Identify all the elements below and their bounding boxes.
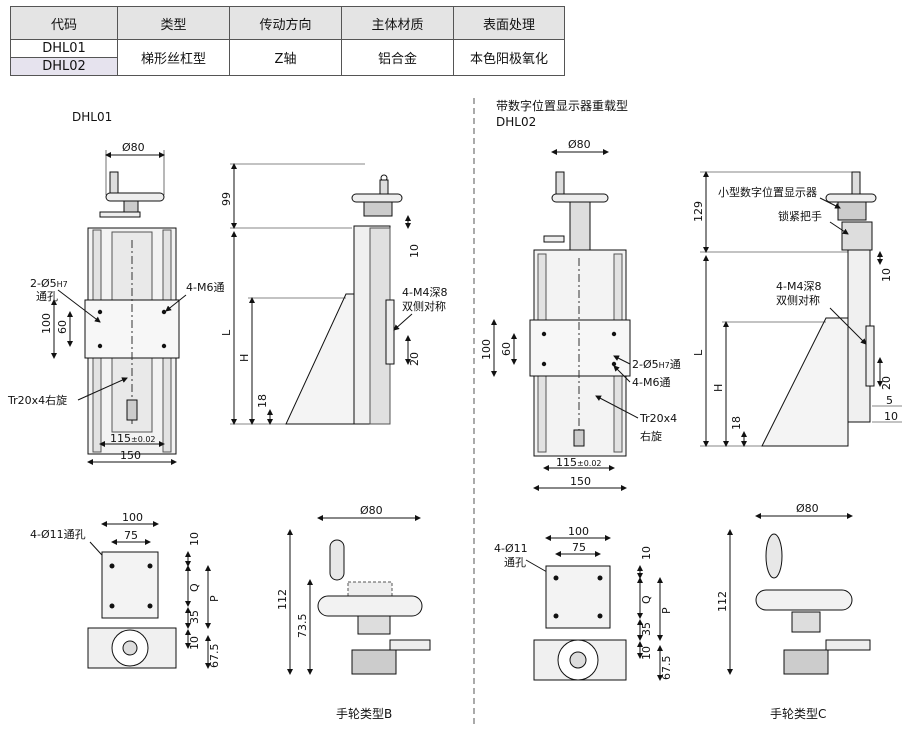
dhl01-dim-150: 150 (120, 449, 141, 462)
dhl01-screw-callout: Tr20x4右旋 (7, 393, 67, 407)
dhl02-bottom-dim-75: 75 (572, 541, 586, 554)
header-material: 主体材质 (341, 6, 454, 40)
dhl02-hole-callout: 2-Ø5H7通 (632, 358, 681, 371)
dhl02-front-view: 带数字位置显示器重载型 DHL02 Ø80 100 60 2-Ø5H7通 4-M… (480, 98, 681, 491)
cell-direction: Z轴 (229, 39, 342, 76)
spec-header-row: 代码 类型 传动方向 主体材质 表面处理 (10, 6, 565, 40)
handwheel-b-view: Ø80 112 73.5 手轮类型B (276, 504, 431, 721)
model-dhl02: DHL02 (10, 57, 118, 76)
dhl01-bottom-dim-75: 75 (124, 529, 138, 542)
dhl02-dim-dia80: Ø80 (568, 138, 591, 151)
dhl01-bottom-dim-10a: 10 (188, 532, 201, 546)
dhl02-bottom-dim-100: 100 (568, 525, 589, 538)
dhl01-bottom-callout: 4-Ø11通孔 (30, 528, 86, 541)
dhl02-side-callout-2: 双侧对称 (776, 293, 820, 307)
dhl02-dim-100: 100 (480, 339, 493, 360)
dhl02-bottom-view: 4-Ø11 通孔 100 75 10 Q P 35 10 67.5 (494, 525, 673, 681)
dhl02-side-dim-129: 129 (692, 201, 705, 222)
dhl01-side-dim-20: 20 (408, 352, 421, 366)
cell-type: 梯形丝杠型 (117, 39, 230, 76)
header-code: 代码 (10, 6, 118, 40)
spec-row-1: DHL01 梯形丝杠型 Z轴 铝合金 本色阳极氧化 (10, 39, 565, 76)
dhl01-bottom-dim-35: 35 (188, 610, 201, 624)
dhl01-dim-60: 60 (56, 320, 69, 334)
handwheel-c-caption: 手轮类型C (770, 707, 826, 721)
dhl01-side-dim-10: 10 (408, 244, 421, 258)
dhl01-dim-115: 115±0.02 (110, 432, 156, 445)
handwheel-b-dim-112: 112 (276, 589, 289, 610)
dhl02-bottom-dim-P: P (660, 607, 673, 614)
dhl02-title-2: DHL02 (496, 115, 536, 129)
dhl01-side-dim-18: 18 (256, 394, 269, 408)
dhl01-thread-callout: 4-M6通 (186, 281, 224, 294)
dhl01-side-dim-H: H (238, 354, 251, 362)
dhl02-dim-60: 60 (500, 342, 513, 356)
handwheel-b-dim-80: Ø80 (360, 504, 383, 517)
dhl01-side-dim-99: 99 (220, 192, 233, 206)
dhl01-dim-dia80: Ø80 (122, 141, 145, 154)
dhl02-side-dim-18: 18 (730, 416, 743, 430)
dhl01-hole-callout: 2-Ø5H7 (30, 277, 68, 290)
dhl02-bottom-dim-675: 67.5 (660, 656, 673, 681)
dhl02-bottom-callout-2: 通孔 (504, 556, 526, 569)
handwheel-c-view: Ø80 112 手轮类型C (716, 502, 871, 721)
header-surface: 表面处理 (453, 6, 565, 40)
dhl02-bottom-dim-10b: 10 (640, 646, 653, 660)
dhl02-display-callout: 小型数字位置显示器 (718, 185, 817, 199)
spec-table: 代码 类型 传动方向 主体材质 表面处理 DHL01 梯形丝杠型 Z轴 铝合金 … (10, 6, 565, 76)
dhl01-bottom-dim-10b: 10 (188, 636, 201, 650)
dhl02-side-dim-5: 5 (886, 394, 893, 407)
cell-surface: 本色阳极氧化 (453, 39, 565, 76)
dhl01-hole-callout-2: 通孔 (36, 290, 58, 303)
dhl01-title: DHL01 (72, 110, 112, 124)
spec-row-2: DHL02 (10, 57, 565, 76)
handwheel-b-dim-735: 73.5 (296, 614, 309, 639)
cell-material: 铝合金 (341, 39, 454, 76)
dhl02-side-dim-10: 10 (880, 268, 893, 282)
dhl02-side-callout-1: 4-M4深8 (776, 280, 821, 293)
handwheel-c-dim-112: 112 (716, 591, 729, 612)
dhl02-bottom-callout-1: 4-Ø11 (494, 542, 528, 555)
dhl02-side-view: 129 L H 18 小型数字位置显示器 锁紧把手 10 4-M4深8 双侧对称… (692, 171, 902, 447)
dhl01-dim-100: 100 (40, 313, 53, 334)
dhl01-bottom-view: 4-Ø11通孔 100 75 10 Q P 35 10 67.5 (30, 511, 221, 669)
dhl01-bottom-dim-675: 67.5 (208, 644, 221, 669)
dhl01-side-view: 99 L H 18 10 4-M4深8 双侧对称 20 (220, 163, 447, 425)
dhl01-side-callout-2: 双侧对称 (402, 299, 446, 313)
dhl02-bottom-dim-10a: 10 (640, 546, 653, 560)
dhl02-dim-115: 115±0.02 (556, 456, 602, 469)
dhl02-side-dim-20: 20 (880, 376, 893, 390)
dhl02-screw-callout-2: 右旋 (640, 429, 662, 443)
dhl01-front-view: DHL01 Ø80 2-Ø5H7 通孔 4-M6通 Tr20x4右旋 1 (7, 110, 224, 465)
dhl01-side-callout-1: 4-M4深8 (402, 286, 447, 299)
dhl01-bottom-dim-100: 100 (122, 511, 143, 524)
dhl01-bottom-dim-P: P (208, 595, 221, 602)
dhl02-lock-callout: 锁紧把手 (778, 209, 822, 223)
dhl01-side-dim-L: L (220, 329, 233, 336)
dhl02-bottom-dim-Q: Q (640, 595, 653, 604)
handwheel-c-dim-80: Ø80 (796, 502, 819, 515)
dhl02-thread-callout: 4-M6通 (632, 376, 670, 389)
dhl02-side-dim-H: H (712, 384, 725, 392)
dhl01-bottom-dim-Q: Q (188, 583, 201, 592)
dhl02-screw-callout-1: Tr20x4 (639, 412, 677, 425)
dhl02-bottom-dim-35: 35 (640, 622, 653, 636)
handwheel-b-caption: 手轮类型B (336, 707, 392, 721)
dhl02-dim-150: 150 (570, 475, 591, 488)
dhl02-side-dim-10b: 10 (884, 410, 898, 423)
dhl02-side-dim-L: L (692, 349, 705, 356)
dhl02-title-1: 带数字位置显示器重载型 (496, 98, 628, 113)
